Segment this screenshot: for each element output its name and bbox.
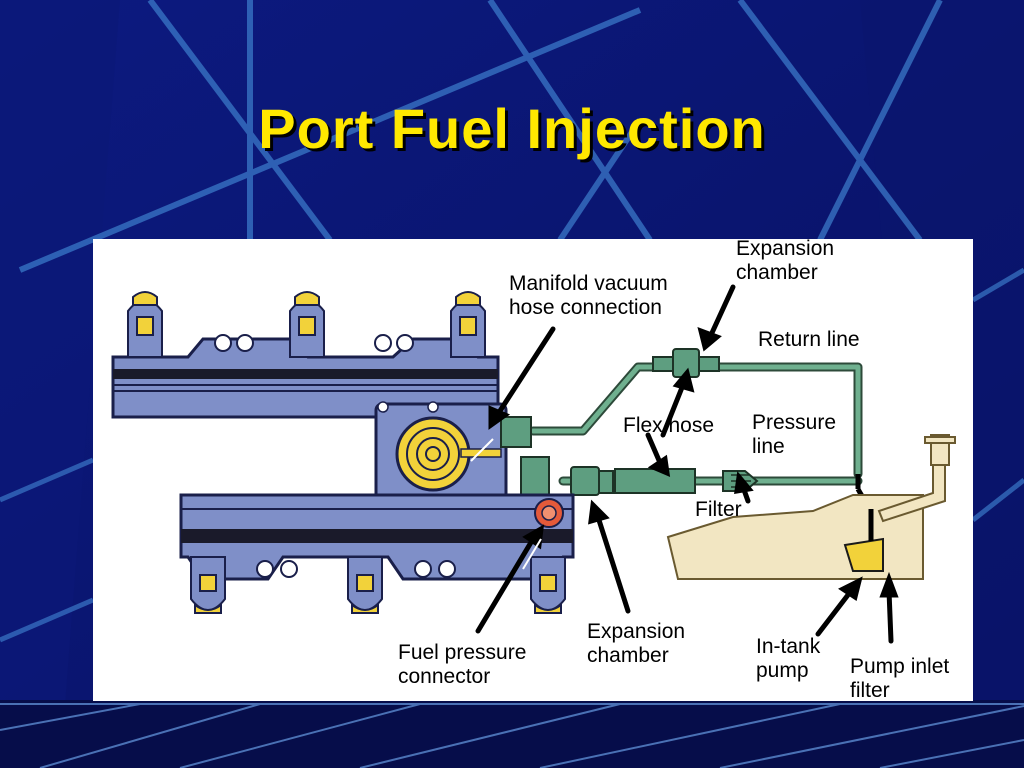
label-manifold-vacuum-hose-connection: Manifold vacuum hose connection	[509, 272, 668, 320]
label-line: chamber	[587, 644, 669, 667]
label-expansion-chamber-top: Expansion chamber	[736, 237, 834, 285]
label-pressure-line: Pressure line	[752, 411, 836, 459]
label-line: chamber	[736, 261, 818, 284]
label-line: filter	[850, 679, 890, 702]
label-expansion-chamber-bottom: Expansion chamber	[587, 620, 685, 668]
label-line: Expansion	[587, 620, 686, 643]
label-fuel-pressure-connector: Fuel pressure connector	[398, 641, 526, 689]
label-flex-hose: Flex hose	[623, 414, 715, 437]
label-pump-inlet-filter: Pump inlet filter	[850, 655, 949, 703]
label-line: Expansion	[736, 237, 835, 260]
label-filter: Filter	[695, 498, 742, 521]
label-line: Pump inlet	[850, 655, 950, 678]
label-line: connector	[398, 665, 491, 688]
label-line: Pressure	[752, 411, 837, 434]
label-line: line	[752, 435, 785, 458]
label-line: Manifold vacuum	[509, 272, 668, 295]
label-in-tank-pump: In-tank pump	[756, 635, 820, 683]
label-line: In-tank	[756, 635, 821, 658]
label-line: Fuel pressure	[398, 641, 527, 664]
label-return-line: Return line	[758, 328, 860, 351]
label-line: pump	[756, 659, 809, 682]
label-line: hose connection	[509, 296, 662, 319]
slide-title: Port Fuel Injection	[258, 97, 766, 160]
fuel-system-diagram: Manifold vacuum hose connection Expansio…	[93, 237, 973, 703]
diagram-illustration	[111, 284, 956, 644]
